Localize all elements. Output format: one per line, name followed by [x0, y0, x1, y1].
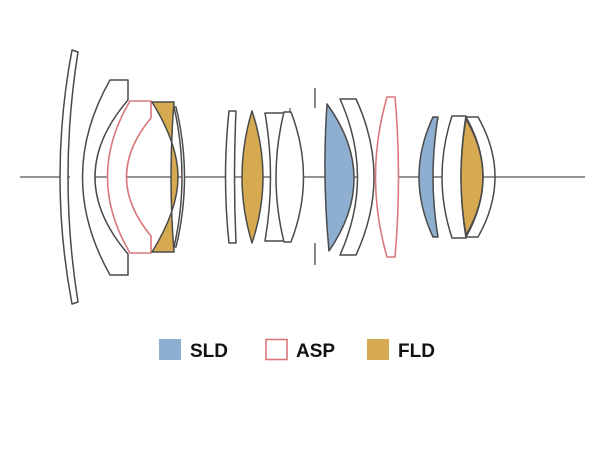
lens-element-sld-2 — [418, 116, 439, 238]
legend-label-sld: SLD — [190, 341, 228, 362]
legend-label-fld: FLD — [398, 341, 435, 362]
legend-swatch-asp — [265, 338, 288, 361]
lens-element-9 — [339, 98, 375, 256]
lens-element-fld-1 — [151, 101, 179, 253]
legend: SLD ASP FLD — [159, 338, 435, 362]
lens-element-13 — [465, 116, 496, 238]
lens-element-fld-3 — [460, 118, 484, 236]
lens-element-asp-1 — [106, 100, 152, 254]
front-group — [59, 49, 186, 305]
rear-group — [324, 96, 496, 258]
legend-label-asp: ASP — [296, 341, 335, 362]
lens-element-8 — [275, 111, 305, 243]
middle-group — [224, 110, 305, 244]
lens-element-4 — [173, 106, 186, 248]
lens-element-asp-2 — [374, 96, 400, 258]
lens-element-meniscus-1 — [59, 49, 79, 305]
lens-element-fld-2 — [241, 110, 264, 244]
lens-element-sld-1 — [324, 103, 355, 252]
legend-swatch-fld — [367, 339, 389, 360]
lens-element-meniscus-2 — [81, 79, 129, 276]
legend-swatch-sld — [159, 339, 181, 360]
lens-element-5 — [224, 110, 237, 244]
